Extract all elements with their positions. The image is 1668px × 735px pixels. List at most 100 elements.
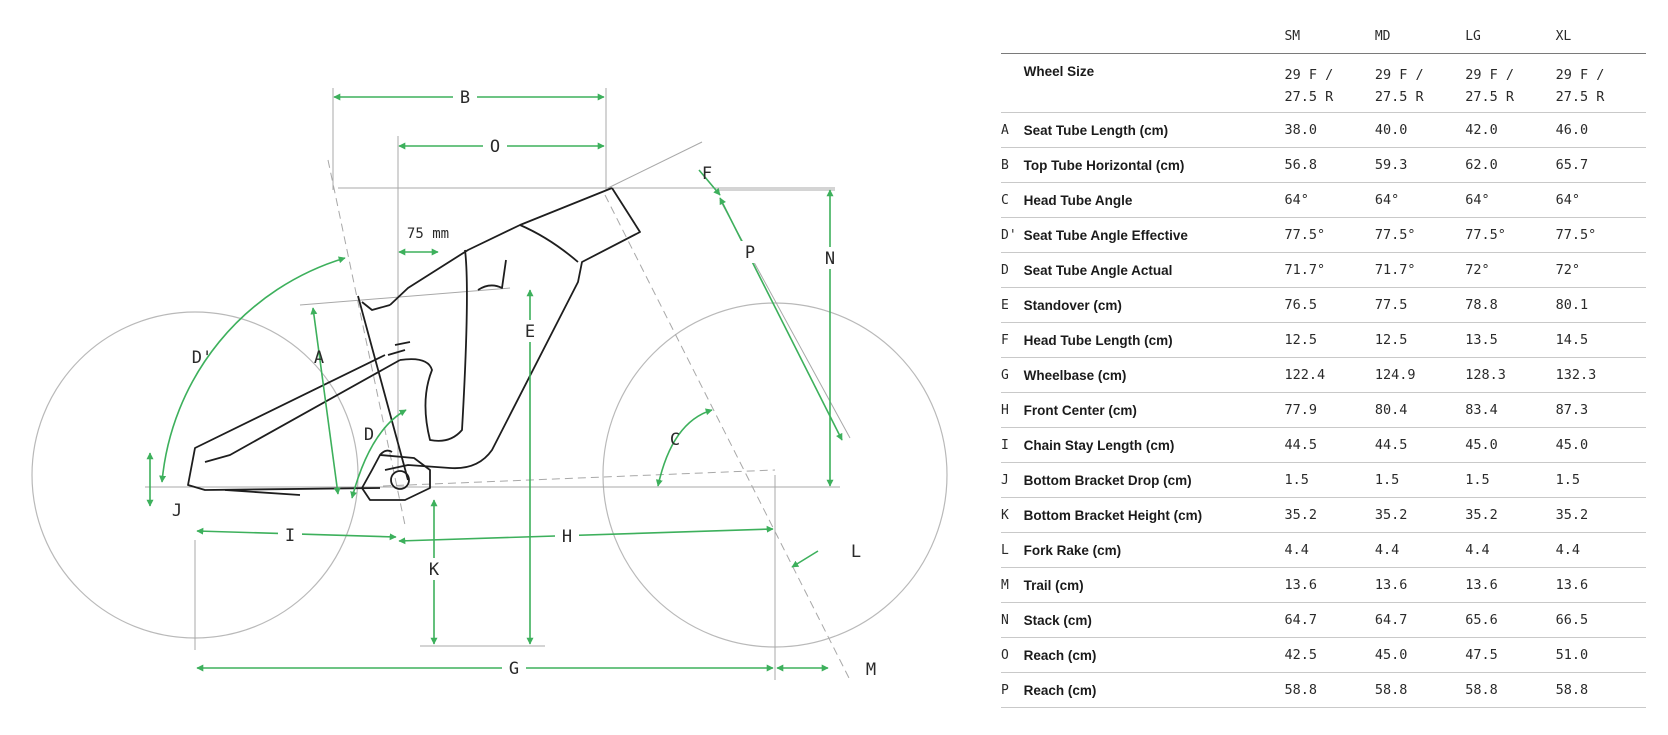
- row-letter: F: [1001, 322, 1024, 358]
- table-row: D' Seat Tube Angle Effective 77.5° 77.5°…: [1001, 217, 1646, 253]
- bike-geometry-diagram: B O 75 mm F P N E A D' D C J I H K G M L: [31, 86, 948, 681]
- table-row-wheel-size: Wheel Size 29 F / 27.5 R 29 F / 27.5 R 2…: [1001, 53, 1646, 113]
- value-md: 44.5: [1374, 427, 1466, 463]
- row-letter: N: [1001, 602, 1024, 638]
- column-header-md: MD: [1374, 20, 1466, 54]
- label-n: N: [825, 249, 835, 269]
- row-letter: C: [1001, 182, 1024, 218]
- dim-a-line: [310, 307, 341, 495]
- value-md: 64°: [1374, 182, 1466, 218]
- value-lg: 58.8: [1465, 672, 1556, 708]
- row-letter: D': [1001, 217, 1024, 253]
- row-letter: K: [1001, 497, 1024, 533]
- value-sm: 56.8: [1284, 147, 1375, 183]
- value-xl: 29 F / 27.5 R: [1555, 67, 1605, 105]
- value-lg: 1.5: [1465, 462, 1556, 498]
- table-row: M Trail (cm) 13.6 13.6 13.6 13.6: [1001, 567, 1646, 603]
- value-md: 80.4: [1374, 392, 1466, 428]
- label-f: F: [702, 164, 712, 184]
- row-label: Head Tube Length (cm): [1023, 322, 1285, 358]
- row-label: Seat Tube Angle Effective: [1023, 217, 1285, 253]
- value-md: 35.2: [1374, 497, 1466, 533]
- row-label: Standover (cm): [1023, 287, 1285, 323]
- value-sm: 44.5: [1284, 427, 1375, 463]
- row-letter: O: [1001, 637, 1024, 673]
- row-label: Reach (cm): [1023, 672, 1285, 708]
- row-letter: M: [1001, 567, 1024, 603]
- value-xl: 46.0: [1555, 112, 1646, 148]
- row-letter: I: [1001, 427, 1024, 463]
- table-row: J Bottom Bracket Drop (cm) 1.5 1.5 1.5 1…: [1001, 462, 1646, 498]
- value-lg: 72°: [1465, 252, 1556, 288]
- value-lg: 77.5°: [1465, 217, 1556, 253]
- table-row: D Seat Tube Angle Actual 71.7° 71.7° 72°…: [1001, 252, 1646, 288]
- label-j: J: [172, 501, 182, 521]
- value-lg: 45.0: [1465, 427, 1556, 463]
- row-label: Bottom Bracket Height (cm): [1023, 497, 1285, 533]
- table-row: N Stack (cm) 64.7 64.7 65.6 66.5: [1001, 602, 1646, 638]
- row-label: Seat Tube Angle Actual: [1023, 252, 1285, 288]
- value-sm: 77.5°: [1284, 217, 1375, 253]
- value-md: 12.5: [1374, 322, 1466, 358]
- row-label: Reach (cm): [1023, 637, 1285, 673]
- label-m: M: [866, 660, 876, 680]
- value-xl: 72°: [1555, 252, 1646, 288]
- value-sm: 77.9: [1284, 392, 1375, 428]
- value-lg: 83.4: [1465, 392, 1556, 428]
- value-xl: 65.7: [1555, 147, 1646, 183]
- label-h: H: [562, 527, 572, 547]
- row-label: Stack (cm): [1023, 602, 1285, 638]
- row-label: Fork Rake (cm): [1023, 532, 1285, 568]
- row-label: Front Center (cm): [1023, 392, 1285, 428]
- value-md: 64.7: [1374, 602, 1466, 638]
- label-g: G: [509, 659, 519, 679]
- value-xl: 14.5: [1555, 322, 1646, 358]
- value-xl: 80.1: [1555, 287, 1646, 323]
- row-letter: G: [1001, 357, 1024, 393]
- dim-f-line: [698, 169, 721, 196]
- row-letter: [1001, 53, 1024, 113]
- value-xl: 87.3: [1555, 392, 1646, 428]
- value-lg: 47.5: [1465, 637, 1556, 673]
- dim-d-arc: [350, 409, 407, 499]
- value-lg: 65.6: [1465, 602, 1556, 638]
- value-lg: 4.4: [1465, 532, 1556, 568]
- row-letter: A: [1001, 112, 1024, 148]
- table-row: P Reach (cm) 58.8 58.8 58.8 58.8: [1001, 672, 1646, 708]
- value-xl: 132.3: [1555, 357, 1646, 393]
- dim-l-line: [791, 550, 819, 568]
- value-sm: 12.5: [1284, 322, 1375, 358]
- value-sm: 122.4: [1284, 357, 1375, 393]
- row-label: Top Tube Horizontal (cm): [1023, 147, 1285, 183]
- value-md: 77.5: [1374, 287, 1466, 323]
- value-lg: 35.2: [1465, 497, 1556, 533]
- value-sm: 35.2: [1284, 497, 1375, 533]
- value-lg: 128.3: [1465, 357, 1556, 393]
- row-label: Chain Stay Length (cm): [1023, 427, 1285, 463]
- table-row: L Fork Rake (cm) 4.4 4.4 4.4 4.4: [1001, 532, 1646, 568]
- label-d-prime: D': [192, 348, 212, 368]
- guide-lines: [145, 88, 851, 680]
- column-header-xl: XL: [1555, 20, 1646, 54]
- value-sm: 29 F / 27.5 R: [1284, 67, 1334, 105]
- row-letter: B: [1001, 147, 1024, 183]
- value-xl: 4.4: [1555, 532, 1646, 568]
- value-sm: 42.5: [1284, 637, 1375, 673]
- value-md: 29 F / 27.5 R: [1374, 67, 1424, 105]
- value-xl: 64°: [1555, 182, 1646, 218]
- value-xl: 35.2: [1555, 497, 1646, 533]
- dim-c-arc: [655, 408, 713, 487]
- row-label: Head Tube Angle: [1023, 182, 1285, 218]
- value-lg: 13.5: [1465, 322, 1556, 358]
- table-row: A Seat Tube Length (cm) 38.0 40.0 42.0 4…: [1001, 112, 1646, 148]
- value-lg: 64°: [1465, 182, 1556, 218]
- table-row: H Front Center (cm) 77.9 80.4 83.4 87.3: [1001, 392, 1646, 428]
- dim-d-prime-arc: [159, 256, 346, 483]
- label-c: C: [670, 430, 680, 450]
- label-p: P: [745, 243, 755, 263]
- value-sm: 76.5: [1284, 287, 1375, 323]
- row-letter: D: [1001, 252, 1024, 288]
- table-row: E Standover (cm) 76.5 77.5 78.8 80.1: [1001, 287, 1646, 323]
- value-sm: 4.4: [1284, 532, 1375, 568]
- value-sm: 71.7°: [1284, 252, 1375, 288]
